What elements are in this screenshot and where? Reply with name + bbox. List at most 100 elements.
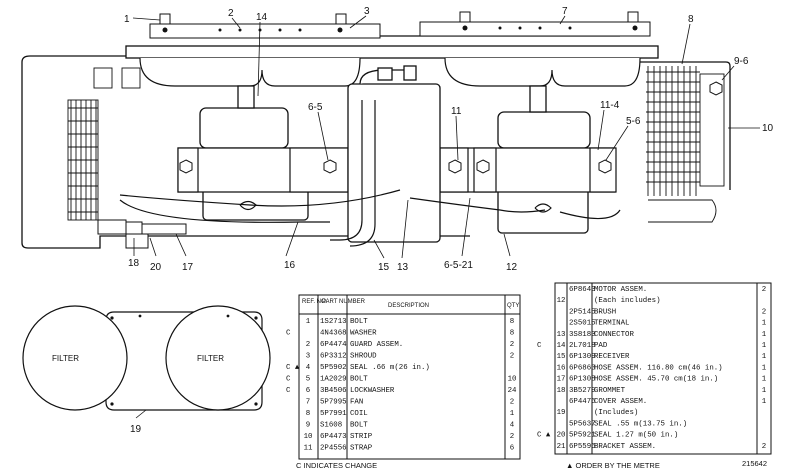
callout-labels: 1 2 3 14 7 8 9-6 10 6-5 11 11-4 5-6 18 2… — [124, 6, 774, 273]
row-change-mark: C — [286, 330, 291, 338]
note-order: ▲ ORDER BY THE METRE — [566, 461, 660, 470]
row-ref: 8 — [306, 410, 310, 418]
row-part-number: 6P1309 — [569, 353, 596, 361]
row-description: SEAL 1.27 m(50 in.) — [594, 432, 678, 440]
fan-shrouds — [139, 57, 641, 87]
row-ref: 15 — [557, 353, 566, 361]
row-description: PAD — [594, 342, 608, 350]
row-change-mark: C — [286, 387, 291, 395]
row-description: SEAL .66 m(26 in.) — [350, 364, 430, 372]
callout-11: 11 — [451, 106, 462, 117]
row-part-number: 3B5279 — [569, 387, 596, 395]
filter-label-right: FILTER — [197, 354, 224, 363]
row-qty: 2 — [762, 443, 766, 451]
callout-10: 10 — [762, 123, 774, 134]
row-qty: 2 — [510, 341, 514, 349]
row-ref: 5 — [306, 376, 310, 384]
row-ref: 9 — [306, 422, 310, 430]
note-change: C INDICATES CHANGE — [296, 461, 377, 470]
row-part-number: S1608 — [320, 422, 342, 430]
row-qty: 1 — [510, 410, 515, 418]
parts-table-right — [554, 282, 772, 455]
row-qty: 4 — [510, 422, 515, 430]
callout-5-6: 5-6 — [626, 116, 641, 127]
row-qty: 1 — [762, 387, 767, 395]
filter-cover-holes — [110, 314, 258, 406]
row-description: WASHER — [350, 330, 377, 338]
row-qty: 6 — [510, 445, 514, 453]
parts-table-left — [298, 294, 521, 460]
left-coil — [67, 67, 141, 221]
row-description: BRUSH — [594, 308, 616, 316]
row-part-number: 5P5637 — [569, 420, 596, 428]
row-description: COIL — [350, 410, 368, 418]
row-description: CONNECTOR — [594, 331, 634, 339]
callout-3: 3 — [364, 6, 370, 17]
row-part-number: 6P4474 — [320, 341, 347, 349]
filter-cover — [22, 305, 271, 411]
row-ref: 3 — [306, 353, 310, 361]
row-part-number: 3B4506 — [320, 387, 347, 395]
callout-12: 12 — [506, 262, 518, 273]
row-qty: 1 — [762, 398, 767, 406]
row-qty: 2 — [762, 308, 766, 316]
row-qty: 2 — [510, 433, 514, 441]
row-part-number: 5P7991 — [320, 410, 347, 418]
row-part-number: 2P5145 — [569, 308, 596, 316]
row-description: HOSE ASSEM. 116.80 cm(46 in.) — [594, 364, 723, 372]
row-part-number: 6P8643 — [569, 286, 596, 294]
row-description: HOSE ASSEM. 45.70 cm(18 in.) — [594, 376, 718, 384]
row-ref: 10 — [304, 433, 313, 441]
row-part-number: 2S5015 — [569, 320, 596, 328]
row-ref: 11 — [304, 445, 313, 453]
row-description: STRAP — [350, 445, 373, 453]
row-ref: 1 — [306, 318, 311, 326]
row-description: BOLT — [350, 318, 368, 326]
callout-15: 15 — [378, 262, 390, 273]
row-qty: 8 — [510, 318, 514, 326]
callout-20: 20 — [150, 262, 162, 273]
callout-16: 16 — [284, 260, 296, 271]
callout-19: 19 — [130, 424, 142, 435]
row-qty: 1 — [762, 376, 767, 384]
row-qty: 8 — [510, 330, 514, 338]
row-ref: 2 — [306, 341, 310, 349]
row-qty: 2 — [510, 399, 514, 407]
row-description: BOLT — [350, 422, 368, 430]
row-description: (Each includes) — [594, 297, 661, 305]
hoses — [119, 100, 621, 247]
row-ref: 21 — [557, 443, 566, 451]
row-ref: 12 — [557, 297, 566, 305]
callout-1: 1 — [124, 14, 130, 25]
callout-leaders — [132, 15, 760, 259]
row-part-number: 5P7995 — [320, 399, 347, 407]
row-description: BOLT — [350, 376, 368, 384]
row-description: STRIP — [350, 433, 373, 441]
row-change-mark: C ▲ — [537, 432, 551, 440]
row-description: (Includes) — [594, 409, 638, 417]
strap-band — [177, 147, 617, 193]
row-qty: 1 — [762, 364, 767, 372]
bottom-fittings — [97, 219, 187, 249]
row-part-number: 3S8183 — [569, 331, 596, 339]
row-ref: 20 — [557, 432, 566, 440]
row-description: COVER ASSEM. — [594, 398, 647, 406]
row-part-number: 2L7018 — [569, 342, 596, 350]
row-description: BRACKET ASSEM. — [594, 443, 656, 451]
row-qty: 1 — [762, 353, 767, 361]
row-ref: 18 — [557, 387, 566, 395]
strap-bolts — [179, 81, 723, 174]
top-guard-plates — [149, 21, 651, 39]
row-part-number: 6P4473 — [320, 433, 347, 441]
row-ref: 6 — [306, 387, 310, 395]
row-change-mark: C ▲ — [286, 364, 300, 372]
row-qty: 1 — [762, 331, 767, 339]
receiver — [347, 65, 441, 243]
row-qty: 2 — [510, 353, 514, 361]
row-description: GROMMET — [594, 387, 626, 395]
callout-7: 7 — [562, 6, 568, 17]
top-bolts — [159, 11, 639, 25]
row-description: RECEIVER — [594, 353, 630, 361]
